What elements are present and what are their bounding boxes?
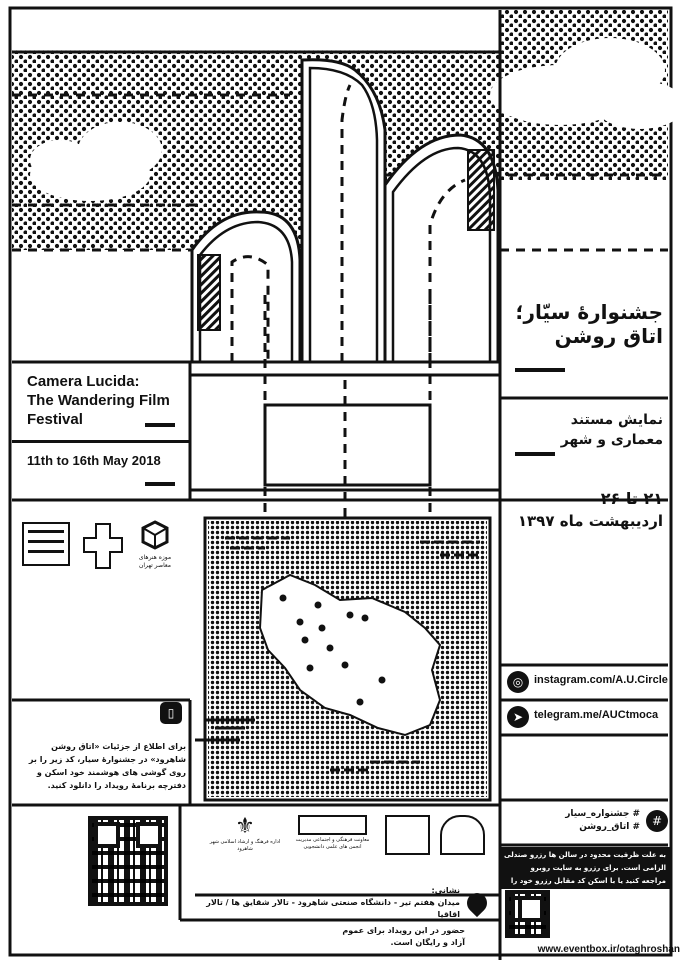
instagram-icon[interactable]: ◎	[507, 671, 529, 693]
date-fa-line1: ۲۱ تا ۲۶	[600, 489, 663, 508]
emblem-icon: ⚜	[235, 814, 255, 839]
free-entry-line1: حضور در این رویداد برای عموم	[342, 926, 465, 935]
title-en-line1: Camera Lucida:	[27, 373, 140, 390]
info-text: برای اطلاع از جزئیات «اتاق روشن شاهرود» …	[28, 742, 186, 790]
title-en-line3: Festival	[27, 411, 83, 428]
hashtag-2: # اتاق_روشن	[579, 822, 640, 832]
dates-en: 11th to 16th May 2018	[27, 453, 161, 468]
deputy-text: معاونت فرهنگی و اجتماعی مدیریت انجمن های…	[295, 837, 370, 850]
university-logo	[385, 815, 430, 855]
hashtags: # جشنواره_سیار # اتاق_روشن	[505, 808, 640, 834]
qr-code-program[interactable]	[88, 816, 168, 906]
museum-logo-text: موزه هنرهای معاصر تهران	[138, 554, 172, 569]
hashtag-1: # جشنواره_سیار	[565, 809, 640, 819]
address-text: میدان هفتم تیر - دانشگاه صنعتی شاهرود - …	[206, 898, 460, 919]
capacity-note: به علت ظرفیت محدود در سالن ها رزرو صندلی…	[500, 847, 670, 898]
government-logos: ⚜ اداره فرهنگ و ارشاد اسلامی شهر شاهرود …	[205, 815, 495, 875]
screening-line1: نمایش مستند	[570, 412, 663, 428]
date-fa: ۲۱ تا ۲۶ اردیبهشت ماه ۱۳۹۷	[505, 488, 663, 532]
divider	[145, 482, 175, 486]
hashtag-icon: #	[646, 810, 668, 832]
museum-cube-icon	[141, 520, 169, 550]
screening-title: نمایش مستند معماری و شهر	[505, 410, 663, 450]
culture-office-text: اداره فرهنگ و ارشاد اسلامی شهر شاهرود	[209, 839, 281, 852]
address-label: نشانی:	[431, 886, 460, 895]
festival-title-line2: اتاق روشن	[554, 324, 663, 348]
qr-code-reservation[interactable]	[505, 890, 550, 938]
culture-office-logo: ⚜ اداره فرهنگ و ارشاد اسلامی شهر شاهرود	[205, 815, 285, 853]
divider	[515, 368, 565, 372]
museum-logo: موزه هنرهای معاصر تهران	[130, 520, 180, 570]
festival-title-line1: جشنوارهٔ سیّار؛	[515, 300, 663, 324]
title-en-line2: The Wandering Film	[27, 392, 170, 409]
divider	[515, 452, 555, 456]
university-emblem-logo	[440, 815, 485, 855]
telegram-icon[interactable]: ➤	[507, 706, 529, 728]
screening-line2: معماری و شهر	[560, 432, 663, 448]
telegram-link[interactable]: telegram.me/AUCtmoca	[534, 709, 659, 721]
cross-logo	[83, 523, 123, 569]
separator-line	[12, 440, 190, 443]
free-entry: حضور در این رویداد برای عموم آزاد و رایگ…	[290, 925, 465, 949]
divider	[145, 423, 175, 427]
festival-logo	[22, 522, 70, 566]
date-fa-line2: اردیبهشت ماه ۱۳۹۷	[517, 512, 663, 530]
free-entry-line2: آزاد و رایگان است.	[390, 938, 465, 947]
festival-title-fa: جشنوارهٔ سیّار؛ اتاق روشن	[505, 300, 663, 348]
address-block: نشانی: میدان هفتم تیر - دانشگاه صنعتی شا…	[195, 885, 460, 921]
festival-title-en: Camera Lucida: The Wandering Film Festiv…	[27, 372, 187, 429]
phone-icon: ▯	[160, 702, 182, 724]
deputy-logo: معاونت فرهنگی و اجتماعی مدیریت انجمن های…	[290, 815, 375, 851]
instagram-link[interactable]: instagram.com/A.U.Circle	[534, 674, 668, 686]
iran-map	[258, 573, 442, 737]
website-link[interactable]: www.eventbox.ir/otaghroshan	[537, 944, 680, 955]
